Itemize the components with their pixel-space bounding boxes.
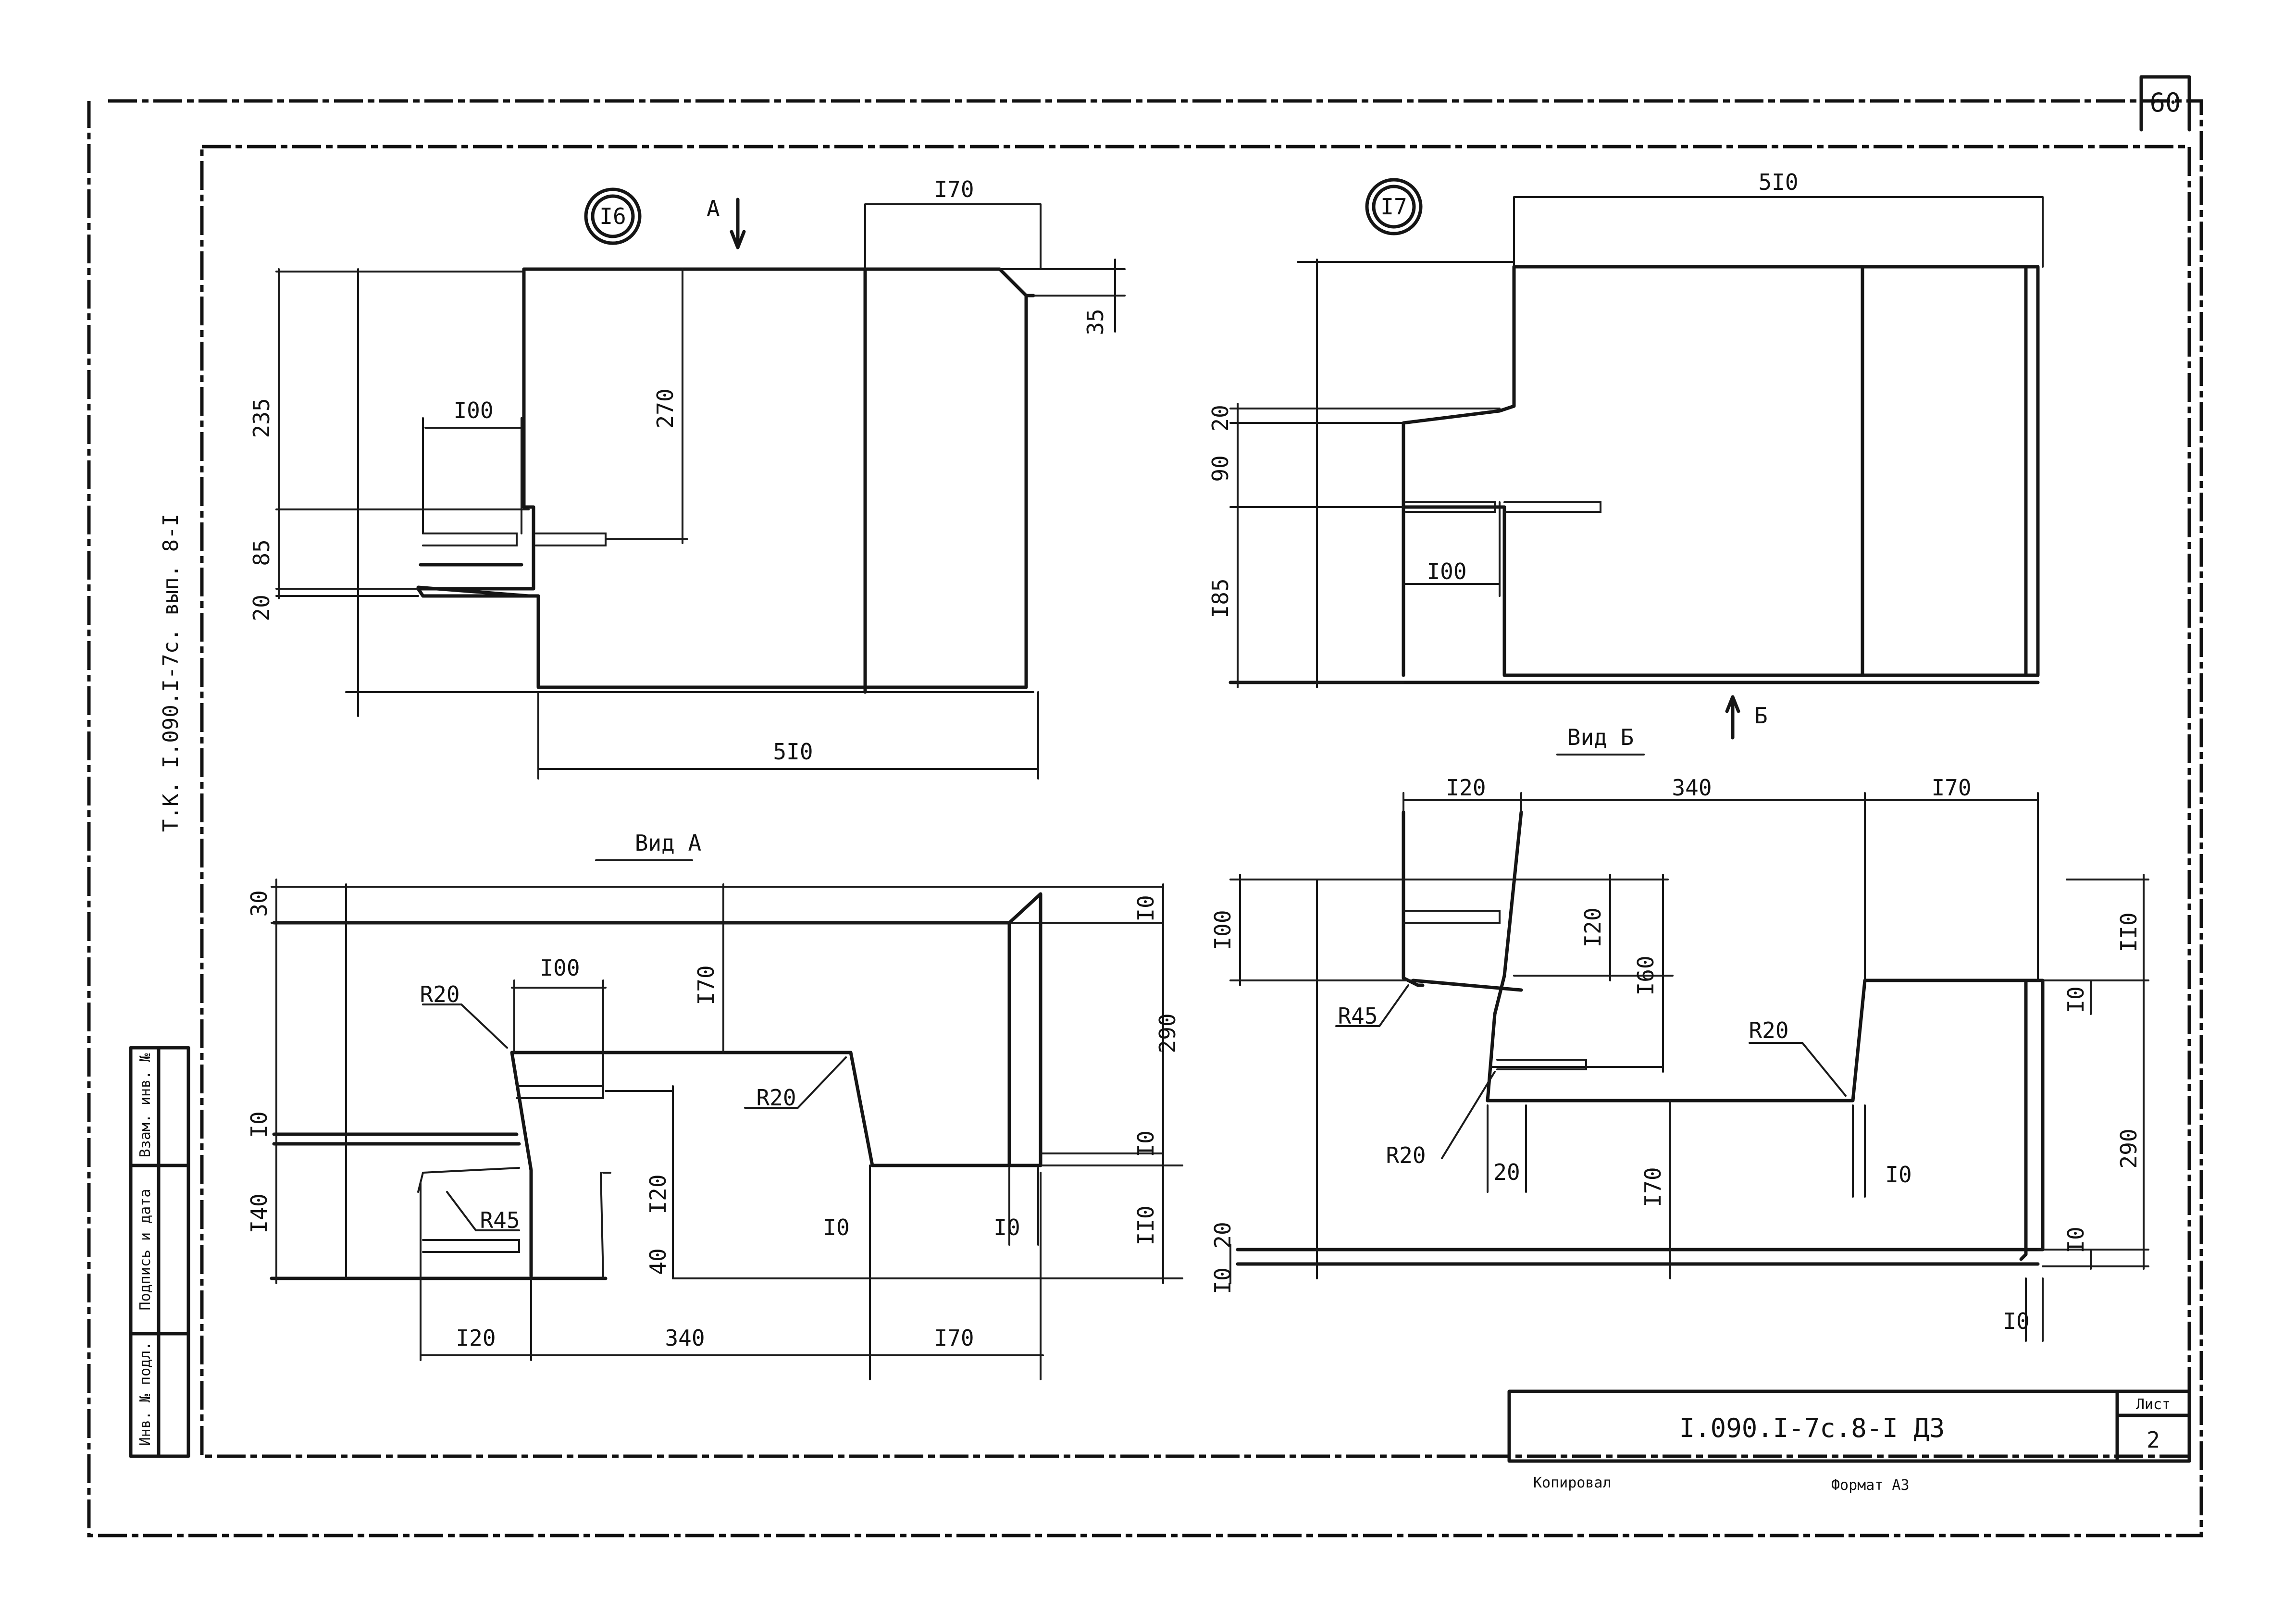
va-r20-right: R20	[756, 1085, 796, 1111]
va-dim-10-right: I0	[1133, 1130, 1159, 1157]
node-16-marker-label: I6	[599, 203, 626, 229]
title-block: I.090.I-7с.8-I ДЗ Лист 2	[1507, 1389, 2191, 1463]
va-dim-10-b2: I0	[993, 1214, 1020, 1240]
n16-dim-20: 20	[248, 595, 274, 621]
view-a-drawing: Вид А 30 I0 I70 I00 290 R20 R20 I0 I0 I4…	[246, 830, 1183, 1380]
view-b-drawing: Вид Б I20 340 I70 I00 I20 I60 II0 R45 R2…	[1210, 724, 2149, 1342]
vb-dim-110: II0	[2116, 912, 2142, 952]
va-dim-170: I70	[693, 965, 719, 1005]
va-dim-10-left: I0	[246, 1111, 272, 1138]
vb-dim-120: I20	[1446, 775, 1486, 801]
n17-dim-100: I00	[1427, 558, 1466, 584]
inner-frame	[200, 145, 2191, 1458]
va-r45: R45	[480, 1207, 520, 1233]
page-number: 60	[2149, 87, 2181, 118]
n16-dim-235: 235	[248, 398, 274, 438]
view-a-arrow-label: А	[707, 196, 720, 222]
side-code: Т.К. I.090.I-7с. вып. 8-I	[159, 514, 183, 832]
stamp-label-2: Подпись и дата	[137, 1189, 154, 1311]
n16-dim-270: 270	[652, 388, 678, 428]
vb-dim-20: 20	[1493, 1159, 1520, 1185]
vb-dim-120-v: I20	[1580, 907, 1606, 947]
format-label: Формат А3	[1831, 1477, 1910, 1494]
node-17-marker-inner	[1372, 185, 1416, 229]
vb-dim-10-r2: I0	[2063, 1227, 2089, 1253]
va-dim-140: I40	[246, 1193, 272, 1233]
vb-dim-100: I00	[1210, 910, 1236, 950]
n16-dim-35: 35	[1082, 309, 1108, 335]
view-a-title: Вид А	[635, 830, 701, 856]
view-b-title: Вид Б	[1567, 724, 1634, 750]
designation: I.090.I-7с.8-I ДЗ	[1679, 1413, 1945, 1443]
vb-dim-10-l: I0	[1210, 1267, 1236, 1294]
n17-dim-185: I85	[1207, 578, 1233, 618]
va-r20-left: R20	[420, 981, 459, 1007]
va-dim-340: 340	[665, 1325, 705, 1351]
view-b-arrow	[1725, 695, 1740, 740]
outer-frame	[87, 99, 2203, 1537]
vb-r20-left: R20	[1386, 1142, 1426, 1168]
node-16-drawing: I6 А I70 35 235 270 I00 85 20 5I0	[248, 176, 1126, 780]
va-dim-30: 30	[246, 890, 272, 917]
copied-label: Копировал	[1533, 1474, 1612, 1491]
node-16-marker-inner	[591, 194, 635, 238]
view-a-arrow	[730, 198, 746, 249]
vb-dim-170: I70	[1931, 775, 1971, 801]
vb-r20-right: R20	[1749, 1017, 1788, 1043]
node-16-marker-outer	[584, 187, 642, 245]
va-dim-110: II0	[1133, 1205, 1159, 1245]
va-dim-120-h: I20	[456, 1325, 496, 1351]
n16-dim-85: 85	[248, 539, 274, 566]
list-label: Лист	[2136, 1396, 2171, 1413]
n16-dim-100: I00	[453, 397, 493, 423]
va-dim-120-v: I20	[645, 1174, 671, 1214]
n16-dim-170: I70	[934, 176, 974, 202]
list-number: 2	[2147, 1427, 2160, 1453]
va-dim-100: I00	[540, 955, 580, 981]
stamp-column: Инв. № подл. Подпись и дата Взам. инв. №	[129, 1046, 190, 1458]
node-17-marker-outer	[1365, 178, 1423, 235]
va-dim-40: 40	[645, 1248, 671, 1275]
n17-dim-90: 90	[1207, 455, 1233, 482]
page-number-box	[2139, 75, 2191, 132]
stamp-label-3: Взам. инв. №	[137, 1053, 154, 1158]
n16-dim-510: 5I0	[773, 739, 813, 765]
node-17-marker-label: I7	[1380, 194, 1407, 220]
vb-dim-10-b: I0	[1885, 1162, 1911, 1188]
vb-dim-340: 340	[1672, 775, 1712, 801]
n17-dim-510: 5I0	[1758, 169, 1798, 195]
vb-dim-170-v: I70	[1640, 1167, 1666, 1207]
vb-dim-160: I60	[1633, 955, 1659, 995]
vb-dim-10-r: I0	[2063, 986, 2089, 1013]
n17-dim-20: 20	[1207, 405, 1233, 431]
va-dim-10-b1: I0	[823, 1214, 849, 1240]
vb-dim-10-bottom: I0	[2003, 1308, 2029, 1334]
va-dim-170-h: I70	[934, 1325, 974, 1351]
vb-dim-20-l: 20	[1210, 1222, 1236, 1248]
view-b-arrow-label: Б	[1754, 703, 1768, 729]
va-dim-10-top: I0	[1133, 895, 1159, 921]
node-17-drawing: I7 Б 5I0 20 90 I85 I00	[1207, 169, 2044, 740]
stamp-label-1: Инв. № подл.	[137, 1342, 154, 1446]
va-dim-290: 290	[1154, 1013, 1180, 1053]
vb-dim-290: 290	[2116, 1128, 2142, 1168]
vb-r45: R45	[1338, 1003, 1378, 1029]
